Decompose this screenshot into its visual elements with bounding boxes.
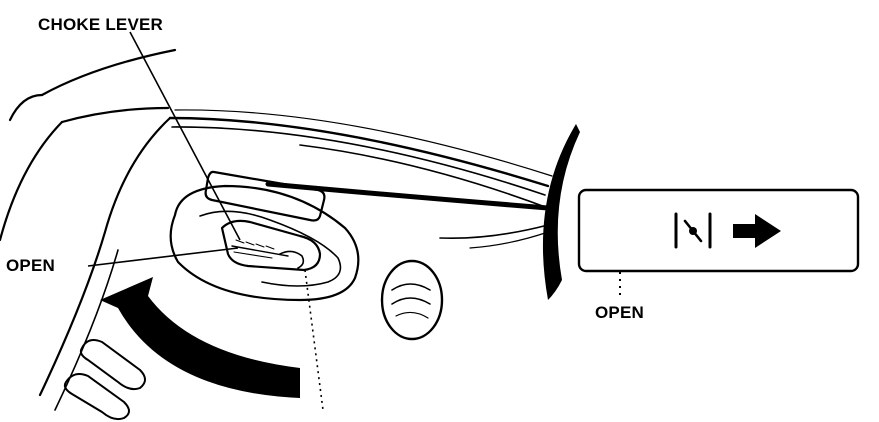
top-cover [168,109,553,249]
engine-housing [0,48,177,411]
choke-open-symbol-icon [674,212,712,249]
vent-slots [63,339,146,421]
right-arrow-icon [733,214,781,248]
magnifier-edge [542,124,580,300]
open-direction-arrow-icon [100,277,300,398]
symbol-leader-line [265,181,551,211]
open-left-label: OPEN [6,256,55,275]
lever-recess [169,184,360,302]
lever-dotted-leader [304,269,324,411]
open-right-label: OPEN [595,303,644,322]
choke-lever[interactable] [220,219,322,272]
open-left-leader [87,247,239,267]
label-slot [204,170,326,222]
choke-symbol-label [577,188,860,273]
choke-lever-leader [129,31,241,241]
round-knob [380,259,444,341]
choke-lever-label: CHOKE LEVER [38,15,163,34]
